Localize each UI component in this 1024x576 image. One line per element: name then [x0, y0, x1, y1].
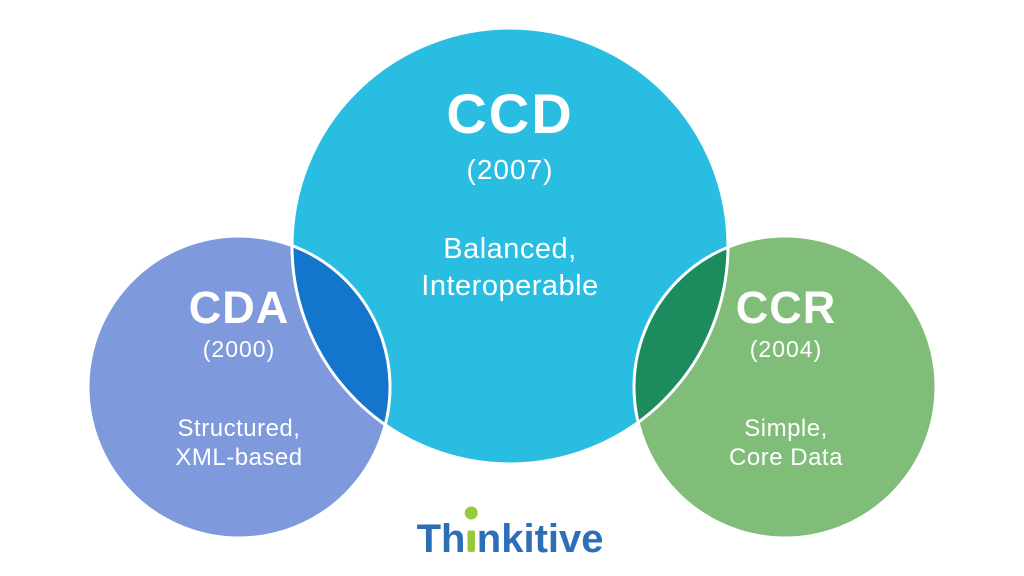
ccd-circle	[292, 28, 728, 464]
cda-title: CDA	[189, 282, 290, 333]
ccd-desc-line2: Interoperable	[421, 270, 598, 302]
cda-year: (2000)	[203, 336, 275, 362]
ccr-desc-line1: Simple,	[744, 415, 828, 442]
ccr-desc-line2: Core Data	[729, 444, 843, 471]
ccr-title: CCR	[736, 282, 837, 333]
ccd-year: (2007)	[467, 154, 554, 185]
ccd-title: CCD	[446, 82, 573, 145]
ccr-circle-outline	[632, 234, 938, 540]
ccr-year: (2004)	[750, 336, 822, 362]
logo-letter-i-dot	[464, 506, 478, 520]
cda-circle-outline	[86, 234, 392, 540]
ccd-desc-line1: Balanced,	[443, 233, 577, 265]
logo-text-left: Th	[417, 517, 466, 561]
logo-letter-i-stem	[467, 530, 475, 552]
ccd-circle-outline	[290, 26, 730, 466]
cda-desc-line1: Structured,	[178, 415, 301, 442]
logo-thinkitive: Th nkitive	[417, 506, 604, 561]
cda-desc-line2: XML-based	[175, 444, 302, 471]
logo-text-right: nkitive	[477, 517, 604, 561]
